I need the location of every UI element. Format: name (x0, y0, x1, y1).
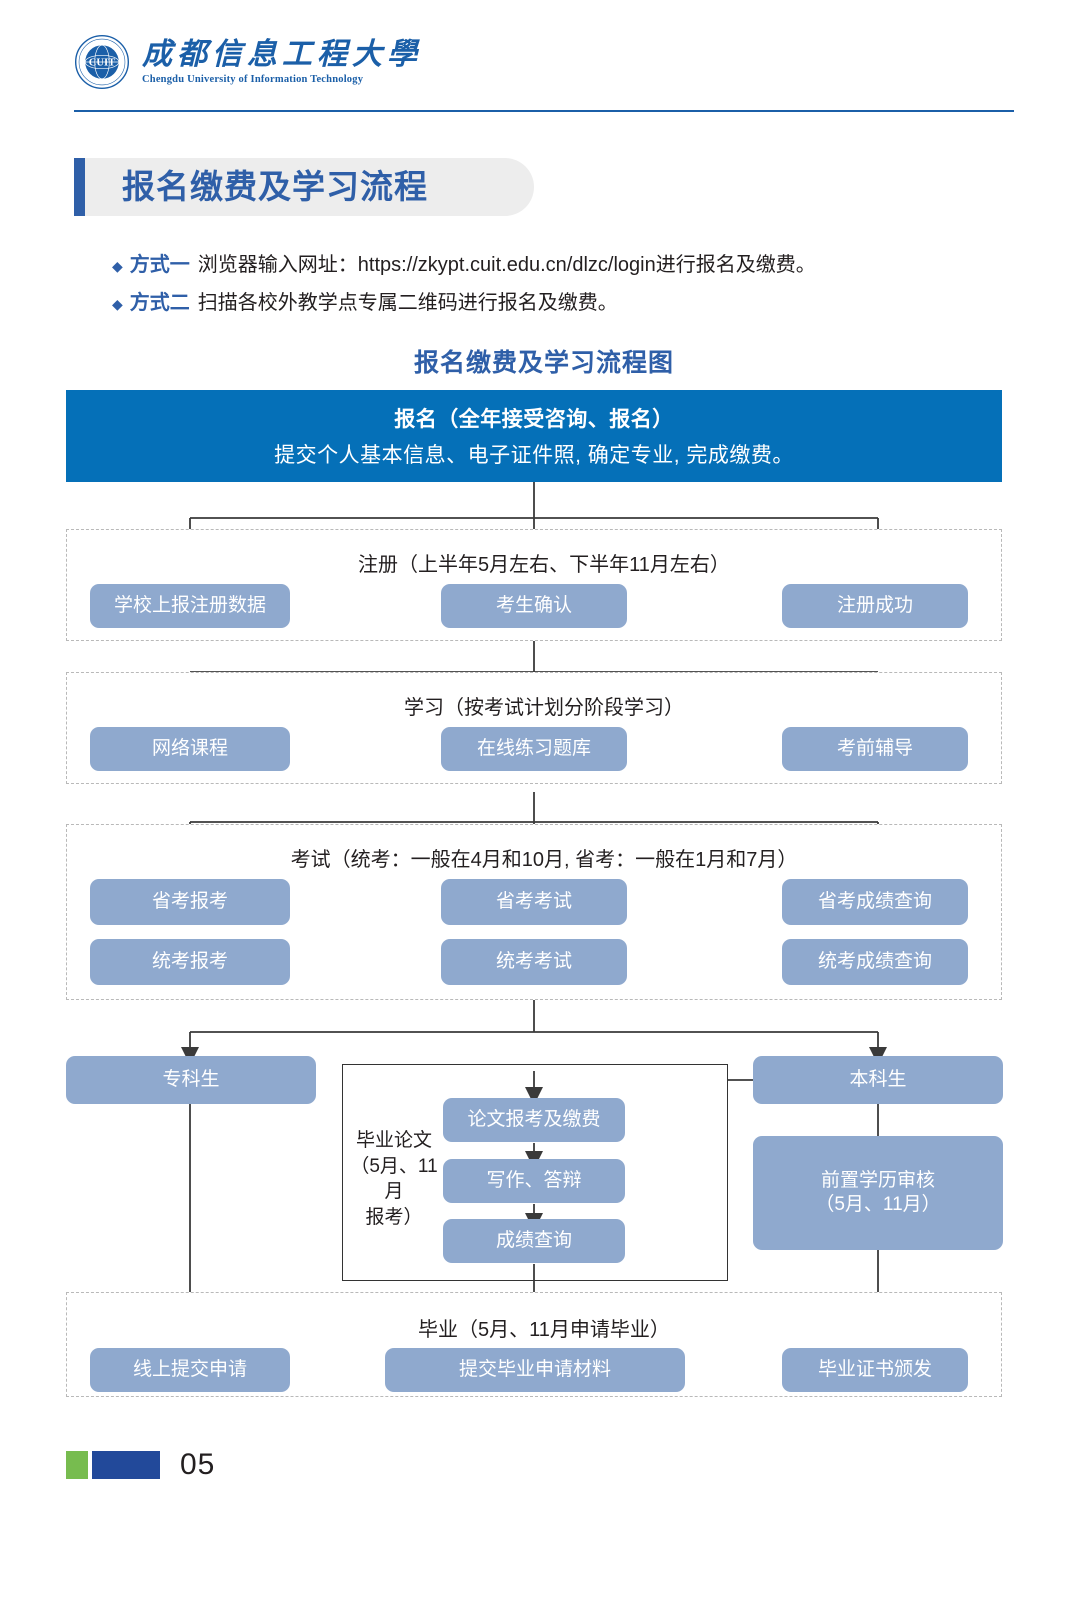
pill-graduate-2[interactable]: 提交毕业申请材料 (385, 1348, 685, 1392)
pill-exam-1-3[interactable]: 省考成绩查询 (782, 879, 968, 925)
university-name-cn: 成都信息工程大學 (142, 38, 422, 72)
flow-banner: 报名（全年接受咨询、报名） 提交个人基本信息、电子证件照, 确定专业, 完成缴费… (66, 390, 1002, 482)
pill-register-3[interactable]: 注册成功 (782, 584, 968, 628)
stage-study-label: 学习（按考试计划分阶段学习） (404, 697, 684, 719)
page-number: 05 (180, 1448, 216, 1481)
thesis-group-frame (342, 1064, 728, 1281)
list-item: ◆ 方式二 扫描各校外教学点专属二维码进行报名及缴费。 (112, 286, 1012, 315)
flowchart-title: 报名缴费及学习流程图 (413, 349, 674, 377)
page-title: 报名缴费及学习流程 (122, 168, 428, 205)
method-two-text: 扫描各校外教学点专属二维码进行报名及缴费。 (197, 292, 618, 314)
svg-text:CUIT: CUIT (89, 57, 116, 68)
stage-register-label: 注册（上半年5月左右、下半年11月左右） (358, 554, 730, 576)
section-title-band (74, 158, 534, 216)
pill-thesis-score-query[interactable]: 成绩查询 (443, 1219, 625, 1263)
thesis-label-line2: （5月、11月 (350, 1155, 438, 1203)
pill-exam-1-2[interactable]: 省考考试 (441, 879, 627, 925)
stage-exam-label: 考试（统考：一般在4月和10月, 省考：一般在1月和7月） (290, 849, 798, 871)
pill-exam-2-2[interactable]: 统考考试 (441, 939, 627, 985)
diamond-bullet-icon: ◆ (112, 258, 123, 274)
thesis-label-line1: 毕业论文 (355, 1130, 432, 1151)
flow-banner-line2: 提交个人基本信息、电子证件照, 确定专业, 完成缴费。 (274, 444, 794, 467)
pill-graduate-3[interactable]: 毕业证书颁发 (782, 1348, 968, 1392)
pill-exam-2-3[interactable]: 统考成绩查询 (782, 939, 968, 985)
stage-graduate-label: 毕业（5月、11月申请毕业） (418, 1319, 670, 1341)
pill-exam-1-1[interactable]: 省考报考 (90, 879, 290, 925)
pill-study-3[interactable]: 考前辅导 (782, 727, 968, 771)
cuit-seal-icon: CUIT (74, 34, 130, 90)
flow-banner-line1: 报名（全年接受咨询、报名） (394, 408, 674, 431)
thesis-group-label: 毕业论文 （5月、11月 报考） (348, 1128, 440, 1231)
method-one-label: 方式一 (129, 254, 190, 276)
diamond-bullet-icon: ◆ (112, 296, 123, 312)
list-item: ◆ 方式一 浏览器输入网址：https://zkypt.cuit.edu.cn/… (112, 248, 1012, 277)
footer-blue-block (92, 1451, 160, 1479)
header-divider (74, 110, 1014, 112)
pill-study-2[interactable]: 在线练习题库 (441, 727, 627, 771)
method-list: ◆ 方式一 浏览器输入网址：https://zkypt.cuit.edu.cn/… (112, 248, 1012, 324)
method-two-label: 方式二 (129, 292, 190, 314)
page-header: CUIT 成都信息工程大學 Chengdu University of Info… (0, 0, 1088, 120)
pill-zhuanke[interactable]: 专科生 (66, 1056, 316, 1104)
pill-exam-2-1[interactable]: 统考报考 (90, 939, 290, 985)
university-name-en: Chengdu University of Information Techno… (142, 73, 364, 85)
pill-study-1[interactable]: 网络课程 (90, 727, 290, 771)
section-title-accent-bar (74, 158, 85, 216)
pill-prior-education-review[interactable]: 前置学历审核 （5月、11月） (753, 1136, 1003, 1250)
pill-thesis-write-defense[interactable]: 写作、答辩 (443, 1159, 625, 1203)
pill-prior-education-review-line1: 前置学历审核 (820, 1170, 935, 1192)
pill-thesis-apply-pay[interactable]: 论文报考及缴费 (443, 1098, 625, 1142)
page-footer: 05 (66, 1448, 215, 1482)
university-logo: CUIT 成都信息工程大學 Chengdu University of Info… (74, 34, 422, 90)
method-one-text: 浏览器输入网址：https://zkypt.cuit.edu.cn/dlzc/l… (197, 254, 816, 276)
thesis-label-line3: 报考） (365, 1206, 423, 1228)
footer-green-block (66, 1451, 88, 1479)
pill-register-1[interactable]: 学校上报注册数据 (90, 584, 290, 628)
pill-prior-education-review-line2: （5月、11月） (815, 1194, 941, 1215)
pill-register-2[interactable]: 考生确认 (441, 584, 627, 628)
pill-benke[interactable]: 本科生 (753, 1056, 1003, 1104)
pill-graduate-1[interactable]: 线上提交申请 (90, 1348, 290, 1392)
